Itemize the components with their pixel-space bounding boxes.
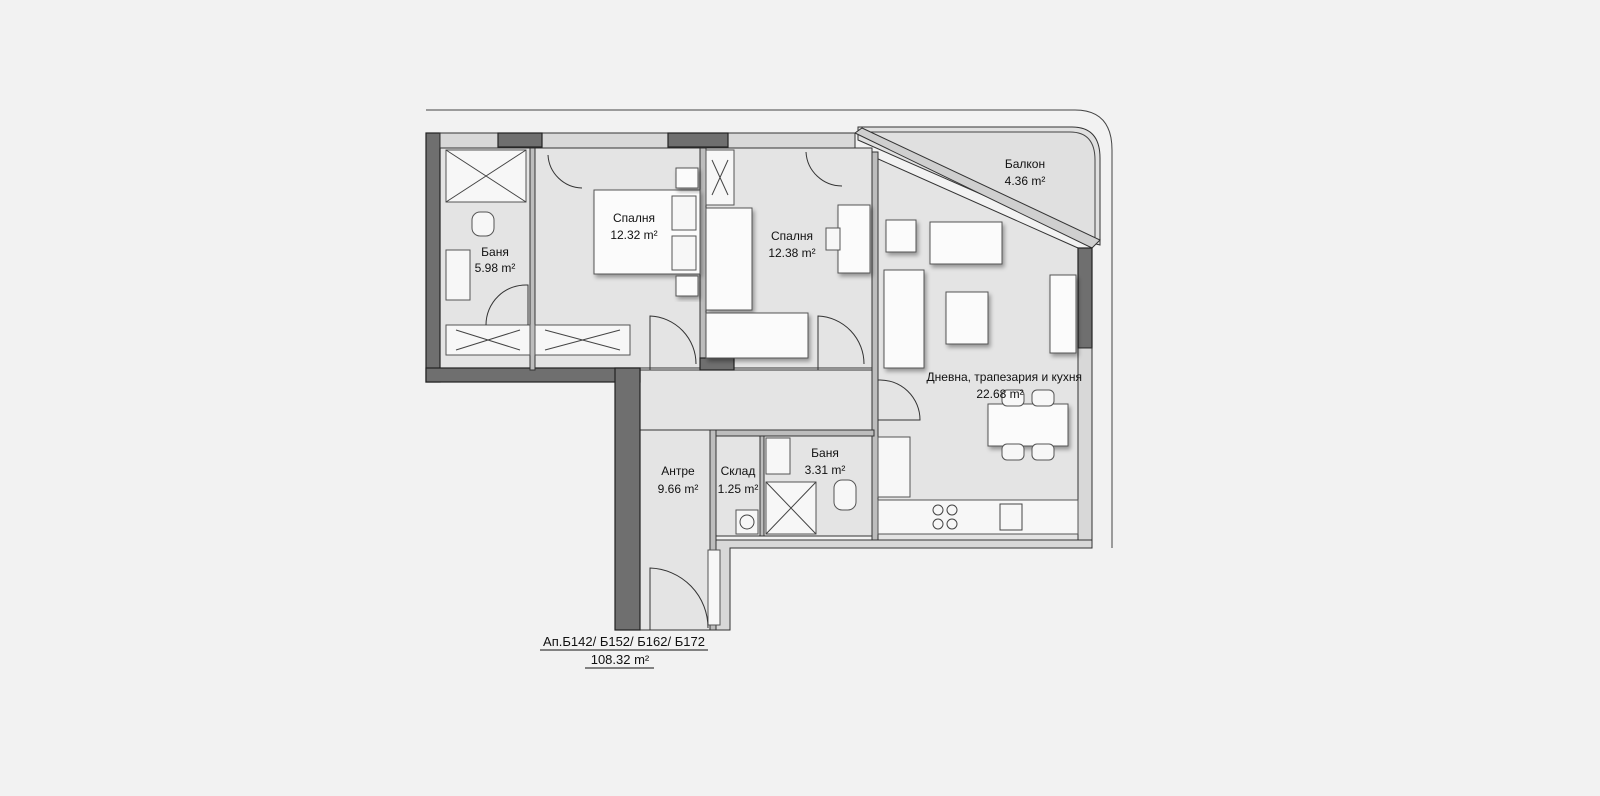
apartment-label: Ап.Б142/ Б152/ Б162/ Б172 [543,634,705,649]
room-name: Балкон [1005,157,1045,171]
pillow [671,195,697,231]
wall [614,367,641,631]
nightstand [675,167,699,189]
entrance-floor [639,429,711,631]
room-name: Склад [721,464,756,478]
door [877,379,921,421]
dining-table [987,403,1069,447]
hall-floor [639,369,875,433]
sink [445,249,471,301]
boiler-symbol [739,514,755,530]
bunk [705,207,753,311]
dining-chair [1031,443,1055,461]
wall [871,151,879,543]
wall [1077,247,1093,349]
balcony-railing [858,131,1096,243]
dining-chair [1031,389,1055,407]
wall [425,132,441,383]
armchair [885,219,917,253]
room-area: 22.68 m² [976,387,1023,401]
room-area: 12.32 m² [610,228,657,242]
toilet [471,211,495,237]
wardrobe-marks [711,159,729,196]
door [649,315,697,370]
shower-drain-lines [445,149,527,203]
tv-unit [1049,274,1077,354]
stove-burner [932,504,944,516]
wall [439,132,856,149]
wall [709,429,875,437]
wall [667,132,729,148]
wall [699,357,735,371]
dining-chair [1001,389,1025,407]
chair [825,227,841,251]
room-area: 1.25 m² [718,482,759,496]
boiler [735,509,759,535]
dining-chair [1001,443,1025,461]
entrance-door [649,567,709,630]
door [817,315,865,370]
room-name: Баня [811,446,839,460]
stove-burner [932,518,944,530]
wall [699,147,707,371]
sofa [883,269,925,369]
room-name: Спалня [771,229,813,243]
sink [765,437,791,475]
wall [709,429,717,631]
shower-drain-lines [765,481,817,535]
apartment-area: 108.32 m² [591,652,650,667]
toilet [833,479,857,511]
window-door [547,151,843,189]
room-area: 4.36 m² [1005,174,1046,188]
wall [854,127,1101,249]
wardrobe-marks [455,329,621,351]
room-area: 3.31 m² [805,463,846,477]
shoe-cabinet [707,549,721,626]
coffee-table [945,291,989,345]
sofa [929,221,1003,265]
wall [715,539,1093,631]
room-area: 5.98 m² [475,261,516,275]
stove-burner [946,504,958,516]
nightstand [675,275,699,297]
pillow [671,235,697,271]
kitchen-sink [999,503,1023,531]
wall [759,435,765,537]
room-name: Баня [481,245,509,259]
stove-burner [946,518,958,530]
room-area: 12.38 m² [768,246,815,260]
kitchen-counter [877,499,1079,535]
wardrobe [534,324,631,356]
wall [529,147,536,371]
door [485,284,529,326]
fridge [877,436,911,498]
wall [497,132,543,148]
room-name: Дневна, трапезария и кухня [927,370,1082,384]
building-outline [426,109,1113,548]
room-name: Спалня [613,211,655,225]
room-area: 9.66 m² [658,482,699,496]
desk [837,204,871,274]
bed [705,312,809,359]
room-name: Антре [661,464,695,478]
